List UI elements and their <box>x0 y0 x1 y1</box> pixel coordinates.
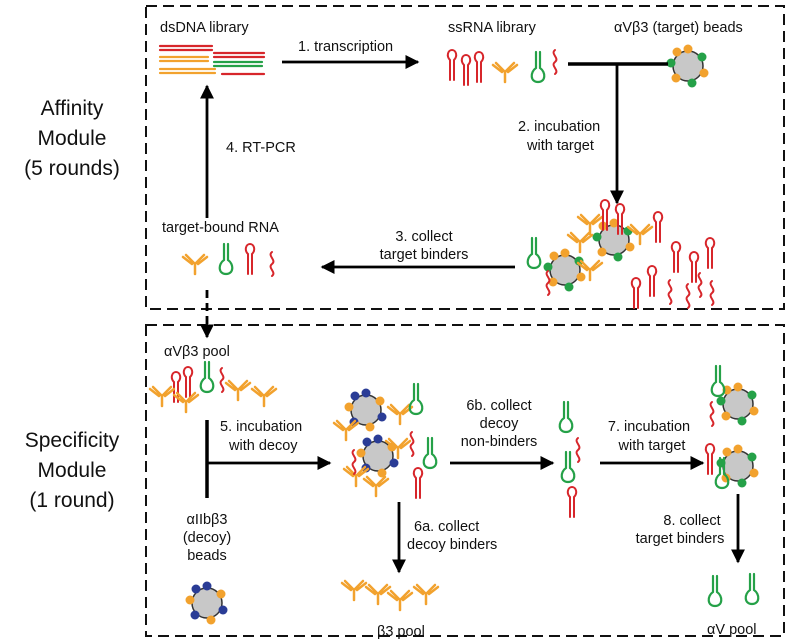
affinity-title-1: Affinity <box>41 97 104 120</box>
specificity-title-2: Module <box>38 459 107 482</box>
affinity-title-3: (5 rounds) <box>24 157 120 180</box>
affinity-module-box <box>145 5 785 310</box>
affinity-title-2: Module <box>38 127 107 150</box>
bound-mixture <box>526 199 716 309</box>
ssrna-library-label: ssRNA library <box>448 20 537 36</box>
step-6a-label-a: 6a. collect <box>414 519 479 535</box>
target-bound-rna-label: target-bound RNA <box>162 220 279 236</box>
step-4-label: 4. RT-PCR <box>226 140 296 156</box>
step-5-label-a: 5. incubation <box>220 419 302 435</box>
step-6a-label-b: decoy binders <box>407 537 497 553</box>
av-pool-label: αV pool <box>707 622 757 638</box>
av-pool-molecules <box>707 572 760 608</box>
target-beads-label: αVβ3 (target) beads <box>614 20 743 36</box>
avb3-pool-label: αVβ3 pool <box>164 344 230 360</box>
b3-pool-label: β3 pool <box>377 624 425 640</box>
specificity-title-3: (1 round) <box>29 489 114 512</box>
step-2-label-b: with target <box>526 138 594 154</box>
step-7-label-a: 7. incubation <box>608 419 690 435</box>
step-3-label-b: target binders <box>380 247 469 263</box>
decoy-bead <box>184 580 229 626</box>
ssrna-library-molecules <box>446 49 558 86</box>
step-2-label-a: 2. incubation <box>518 119 600 135</box>
specificity-module-box <box>145 324 785 637</box>
avb3-pool-molecules <box>148 360 278 414</box>
target-bound-rna <box>181 242 275 277</box>
step-6b-label-c: non-binders <box>461 434 538 450</box>
decoy-beads-label-2: (decoy) <box>183 530 231 546</box>
dsdna-library-strands <box>158 44 266 76</box>
decoy-beads-label-3: beads <box>187 548 227 564</box>
specificity-title-1: Specificity <box>25 429 120 452</box>
step-1-label: 1. transcription <box>298 39 393 55</box>
dsdna-library-label: dsDNA library <box>160 20 249 36</box>
step-5-label-b: with decoy <box>228 438 298 454</box>
target-bead <box>665 43 710 89</box>
step-8-label-a: 8. collect <box>663 513 720 529</box>
step-6b-label-b: decoy <box>480 416 519 432</box>
step-3-label-a: 3. collect <box>395 229 452 245</box>
decoy-mixture <box>332 382 438 499</box>
target-mixture <box>704 364 760 490</box>
step-6b-label-a: 6b. collect <box>466 398 531 414</box>
non-binder-rna <box>558 400 581 518</box>
b3-pool-molecules <box>340 579 440 612</box>
step-7-label-b: with target <box>618 438 686 454</box>
step-8-label-b: target binders <box>636 531 725 547</box>
decoy-beads-label-1: αIIbβ3 <box>187 512 228 528</box>
